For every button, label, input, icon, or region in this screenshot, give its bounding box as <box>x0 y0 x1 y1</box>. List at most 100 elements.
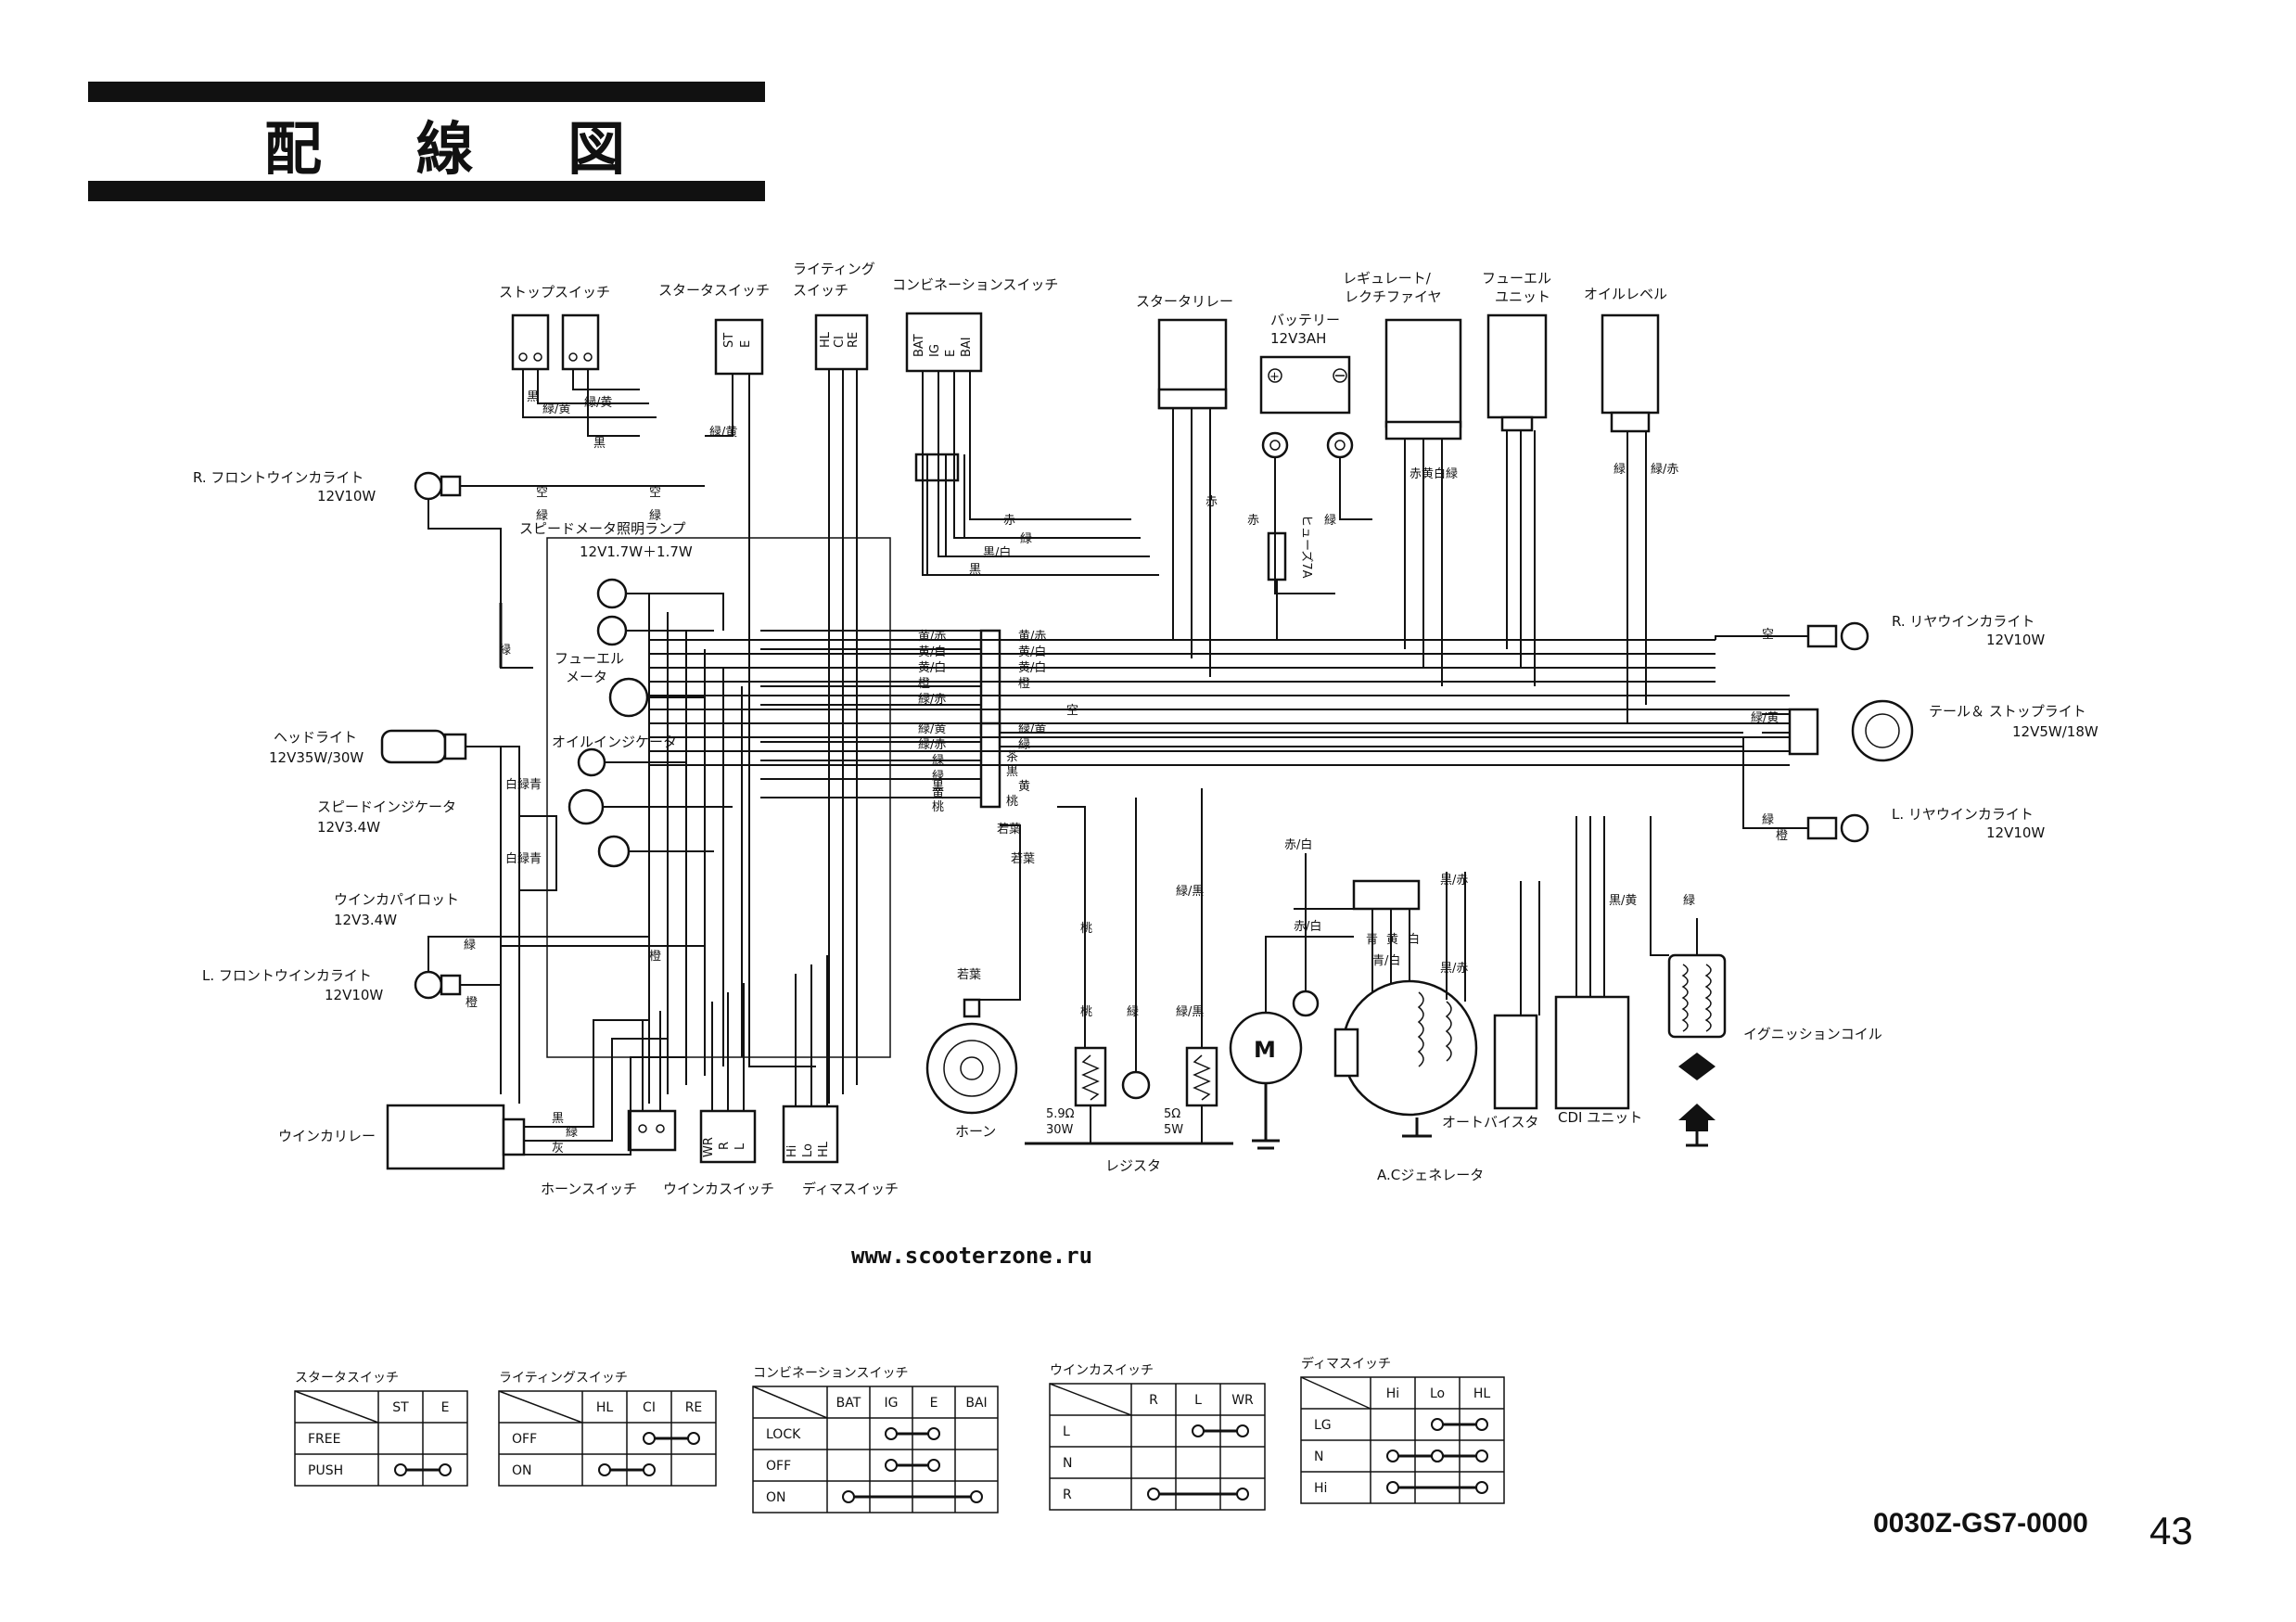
switch-table-row-label: ON <box>512 1463 532 1478</box>
switch-table-row-label: OFF <box>766 1459 791 1474</box>
switch-table-header: L <box>1194 1393 1202 1408</box>
svg-text:+: + <box>1269 370 1280 384</box>
motor-symbol: M <box>1254 1037 1276 1063</box>
oil-level-label: オイルレベル <box>1584 286 1667 302</box>
wire-label: 緑 <box>649 509 661 523</box>
winker-switch: WR R L <box>699 1109 757 1164</box>
wire-label: 赤黄白緑 <box>1409 466 1458 481</box>
switch-table-node <box>643 1432 656 1445</box>
r-front-winker-bulb <box>414 471 462 501</box>
wire-label: 緑 <box>1762 813 1774 827</box>
winker-relay <box>386 1104 526 1170</box>
wire-label: 橙 <box>1776 829 1788 843</box>
wire-label: 灰 <box>552 1142 564 1156</box>
switch-table-header: CI <box>643 1400 656 1415</box>
stop-switch <box>511 313 600 371</box>
lighting-switch: HL CI RE <box>814 313 869 371</box>
wire-label: 黄/白 <box>1018 660 1046 675</box>
wire-label: 白 <box>1408 932 1420 947</box>
resistors <box>1025 1046 1233 1145</box>
switch-table-row-label: N <box>1063 1456 1072 1471</box>
battery-spec: 12V3AH <box>1270 330 1326 347</box>
fuse-label: ヒューズ7A <box>1299 515 1314 579</box>
battery: + <box>1259 355 1354 459</box>
lighting-terminal-re: RE <box>847 332 861 348</box>
lighting-terminal-ci: CI <box>833 336 847 348</box>
page-title: 配 線 図 <box>264 115 662 183</box>
wire-label: 空 <box>1066 704 1078 718</box>
wire-label: 桃 <box>1080 922 1092 936</box>
switch-table-header: IG <box>885 1396 899 1411</box>
wire-label: 緑/黒 <box>1176 885 1204 899</box>
battery-label: バッテリー <box>1270 312 1340 328</box>
switch-table-node <box>842 1490 855 1503</box>
wire-label: 緑/黒 <box>1176 1005 1204 1019</box>
dimmer-terminal-hl: HL <box>817 1141 831 1157</box>
wire-label: 緑/黄 <box>1018 722 1046 736</box>
combination-switch-label: コンビネーションスイッチ <box>892 276 1058 293</box>
switch-table-header: R <box>1149 1393 1158 1408</box>
switch-table-row-label: OFF <box>512 1432 537 1447</box>
r-rear-winker-bulb <box>1806 621 1869 651</box>
wire-label: 黄 <box>932 787 944 801</box>
tail-stop-label: テール＆ ストップライト <box>1929 703 2086 720</box>
wire-label: 緑 <box>499 644 511 658</box>
switch-table-node <box>1386 1450 1399 1462</box>
wire-label: 青 <box>1366 933 1378 947</box>
switch-table-title: ウインカスイッチ <box>1050 1363 1154 1378</box>
starter-terminal-st: ST <box>722 333 736 348</box>
starter-relay <box>1157 318 1228 410</box>
headlight-label: ヘッドライト <box>274 729 357 746</box>
misc-wire-labels: 黒 緑/黄 緑/黄 緑/黄 黒 空 空 緑 緑 緑 橙 緑 橙 黒 緑 灰 白緑… <box>464 390 1788 1156</box>
switch-table-node <box>1431 1450 1444 1462</box>
cdi-unit-label: CDI ユニット <box>1558 1109 1642 1126</box>
speed-indicator-label: スピードインジケータ <box>317 798 456 815</box>
switch-table-row-label: R <box>1063 1488 1072 1502</box>
speedo-lamp-label: スピードメータ照明ランプ <box>519 520 686 537</box>
page-number: 43 <box>2149 1509 2193 1552</box>
wire-label: 黄 <box>1386 933 1398 947</box>
lighting-switch-label-1: ライティング <box>793 261 875 277</box>
switch-table-title: スタータスイッチ <box>295 1371 399 1386</box>
wire-label: 黄/白 <box>918 660 946 675</box>
resistor2-spec-1: 5Ω <box>1164 1107 1180 1121</box>
meter-lamps <box>568 578 649 868</box>
ac-generator <box>1333 979 1478 1138</box>
horn-switch <box>627 1109 677 1152</box>
resistor1-spec-2: 30W <box>1046 1123 1074 1137</box>
wire-label: 緑 <box>932 754 944 768</box>
winker-terminal-wr: WR <box>702 1137 716 1157</box>
dimmer-terminal-hi: Hi <box>785 1145 799 1157</box>
wire-label: 緑/赤 <box>918 738 946 752</box>
wire-label: 空 <box>649 486 661 500</box>
auto-bystarter-label: オートバイスタ <box>1442 1114 1539 1130</box>
switch-table-node <box>598 1463 611 1476</box>
starter-terminal-e: E <box>739 340 753 348</box>
dimmer-switch: Hi Lo HL <box>782 1105 839 1164</box>
winker-terminal-l: L <box>733 1143 747 1150</box>
switch-table-node <box>1236 1488 1249 1501</box>
wire-label: 黄/白 <box>1018 645 1046 659</box>
title-block: 配 線 図 <box>88 82 765 201</box>
wire-label: 白緑青 <box>505 777 542 792</box>
combo-terminal-bai: BAI <box>960 337 974 357</box>
wire-label: 黒/白 <box>983 545 1011 560</box>
switch-table-node <box>885 1427 898 1440</box>
switch-table-node <box>1386 1481 1399 1494</box>
r-rear-winker-label: R. リヤウインカライト <box>1892 613 2035 630</box>
switch-table-row-label: FREE <box>308 1432 340 1447</box>
wire-label: 白緑青 <box>505 851 542 866</box>
switch-table-node <box>885 1459 898 1472</box>
ignition-coil <box>1667 953 1727 1147</box>
wire-label: 黄/白 <box>918 645 946 659</box>
l-rear-winker-label: L. リヤウインカライト <box>1892 806 2034 823</box>
wire-label: 緑 <box>1018 738 1030 752</box>
wire-label: 橙 <box>649 950 661 964</box>
lighting-switch-label-2: スイッチ <box>793 282 848 299</box>
switch-table-row-label: Hi <box>1314 1481 1327 1496</box>
